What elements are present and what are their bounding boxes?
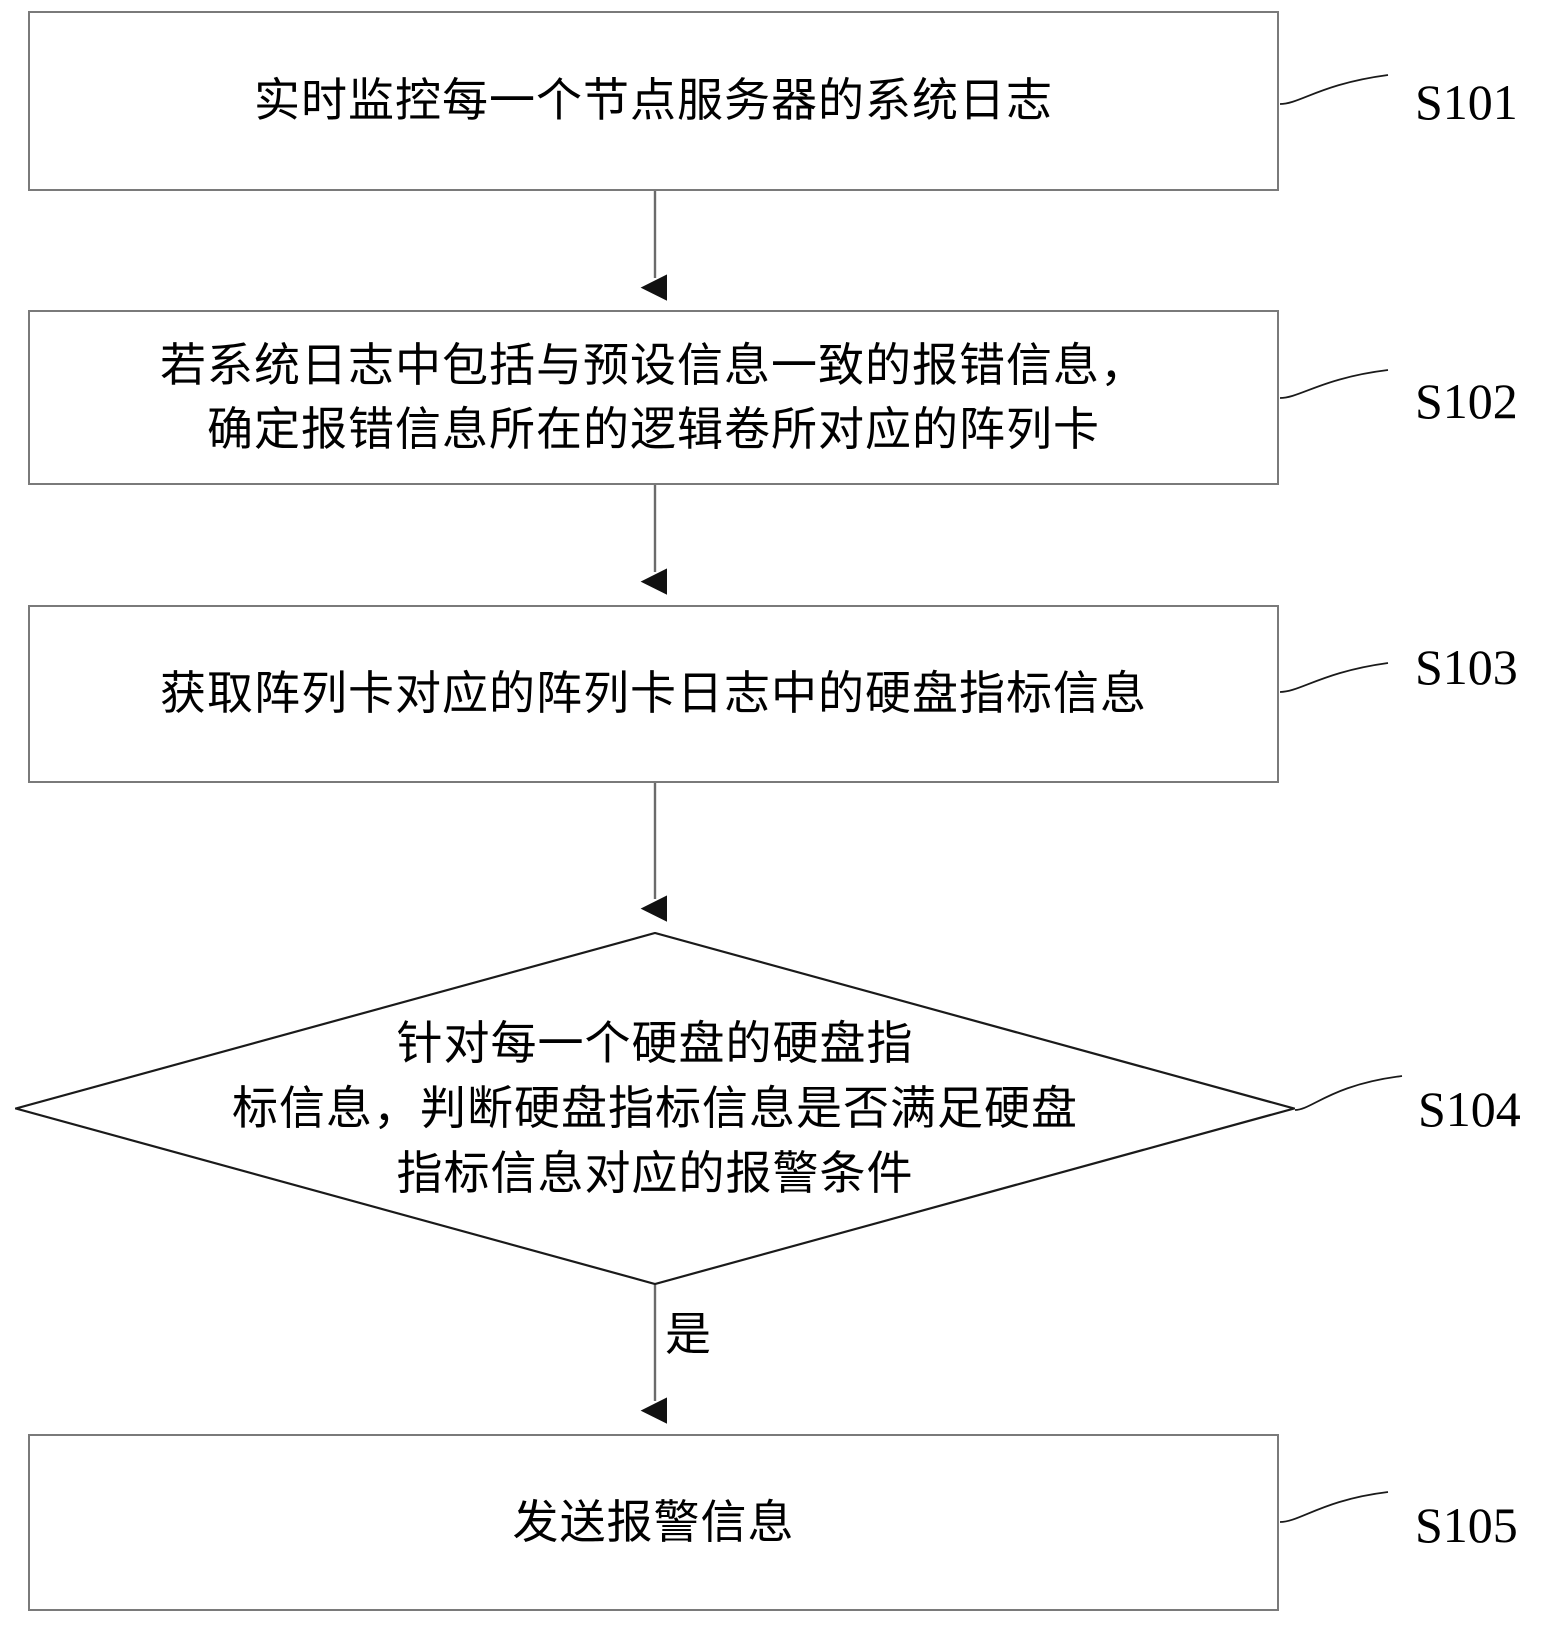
step-label-s103: S103 xyxy=(1415,639,1518,695)
leader-line-s104 xyxy=(1294,1075,1403,1111)
leader-line-s101 xyxy=(1279,74,1389,105)
decision-node-s104[interactable]: 针对每一个硬盘的硬盘指 标信息，判断硬盘指标信息是否满足硬盘 指标信息对应的报警… xyxy=(15,932,1295,1285)
process-node-s101[interactable]: 实时监控每一个节点服务器的系统日志 xyxy=(28,11,1279,191)
process-node-s102[interactable]: 若系统日志中包括与预设信息一致的报错信息， 确定报错信息所在的逻辑卷所对应的阵列… xyxy=(28,310,1279,485)
decision-node-s104-shape xyxy=(15,932,1295,1285)
edge-label-yes: 是 xyxy=(665,1309,711,1360)
leader-line-s105 xyxy=(1279,1491,1389,1523)
leader-line-s103 xyxy=(1279,662,1389,693)
leader-line-s102 xyxy=(1279,369,1389,399)
process-node-s105[interactable]: 发送报警信息 xyxy=(28,1434,1279,1611)
process-node-s102-label: 若系统日志中包括与预设信息一致的报错信息， 确定报错信息所在的逻辑卷所对应的阵列… xyxy=(160,340,1147,455)
step-label-s105: S105 xyxy=(1415,1497,1518,1553)
step-label-s104: S104 xyxy=(1418,1081,1521,1137)
process-node-s103[interactable]: 获取阵列卡对应的阵列卡日志中的硬盘指标信息 xyxy=(28,605,1279,783)
step-label-s101: S101 xyxy=(1415,74,1518,130)
decision-node-s104-label: 针对每一个硬盘的硬盘指 标信息，判断硬盘指标信息是否满足硬盘 指标信息对应的报警… xyxy=(232,1017,1078,1200)
step-label-s102: S102 xyxy=(1415,373,1518,429)
process-node-s105-label: 发送报警信息 xyxy=(512,1496,795,1548)
process-node-s101-label: 实时监控每一个节点服务器的系统日志 xyxy=(254,75,1053,127)
process-node-s103-label: 获取阵列卡对应的阵列卡日志中的硬盘指标信息 xyxy=(160,668,1147,720)
